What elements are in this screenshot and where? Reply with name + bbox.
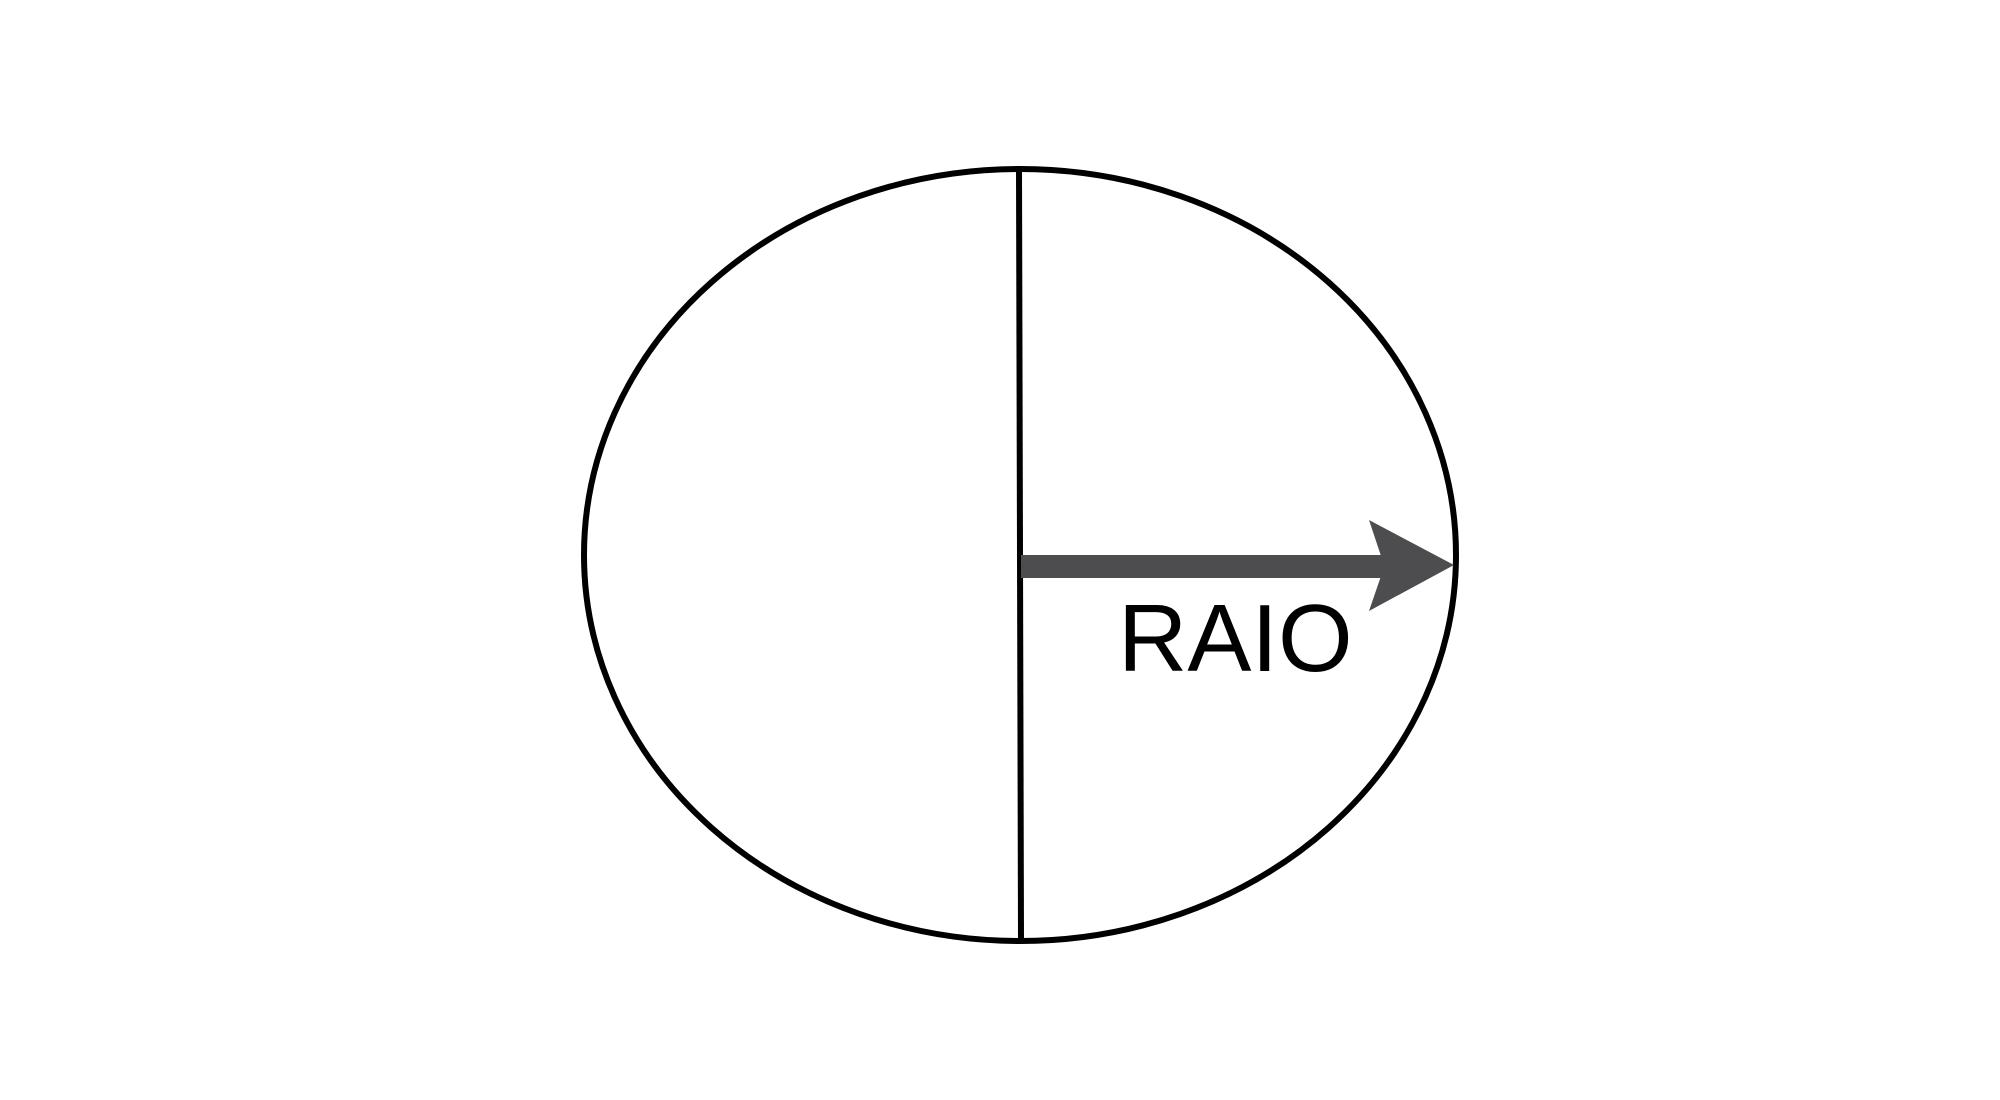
radius-arrow-shaft [1021,555,1381,578]
circle-outline [581,166,1459,944]
radius-arrow [1021,520,1454,611]
vertical-diameter-line [1016,169,1024,941]
radius-label: RAIO [1118,585,1353,692]
radius-arrow-head [1369,520,1454,611]
